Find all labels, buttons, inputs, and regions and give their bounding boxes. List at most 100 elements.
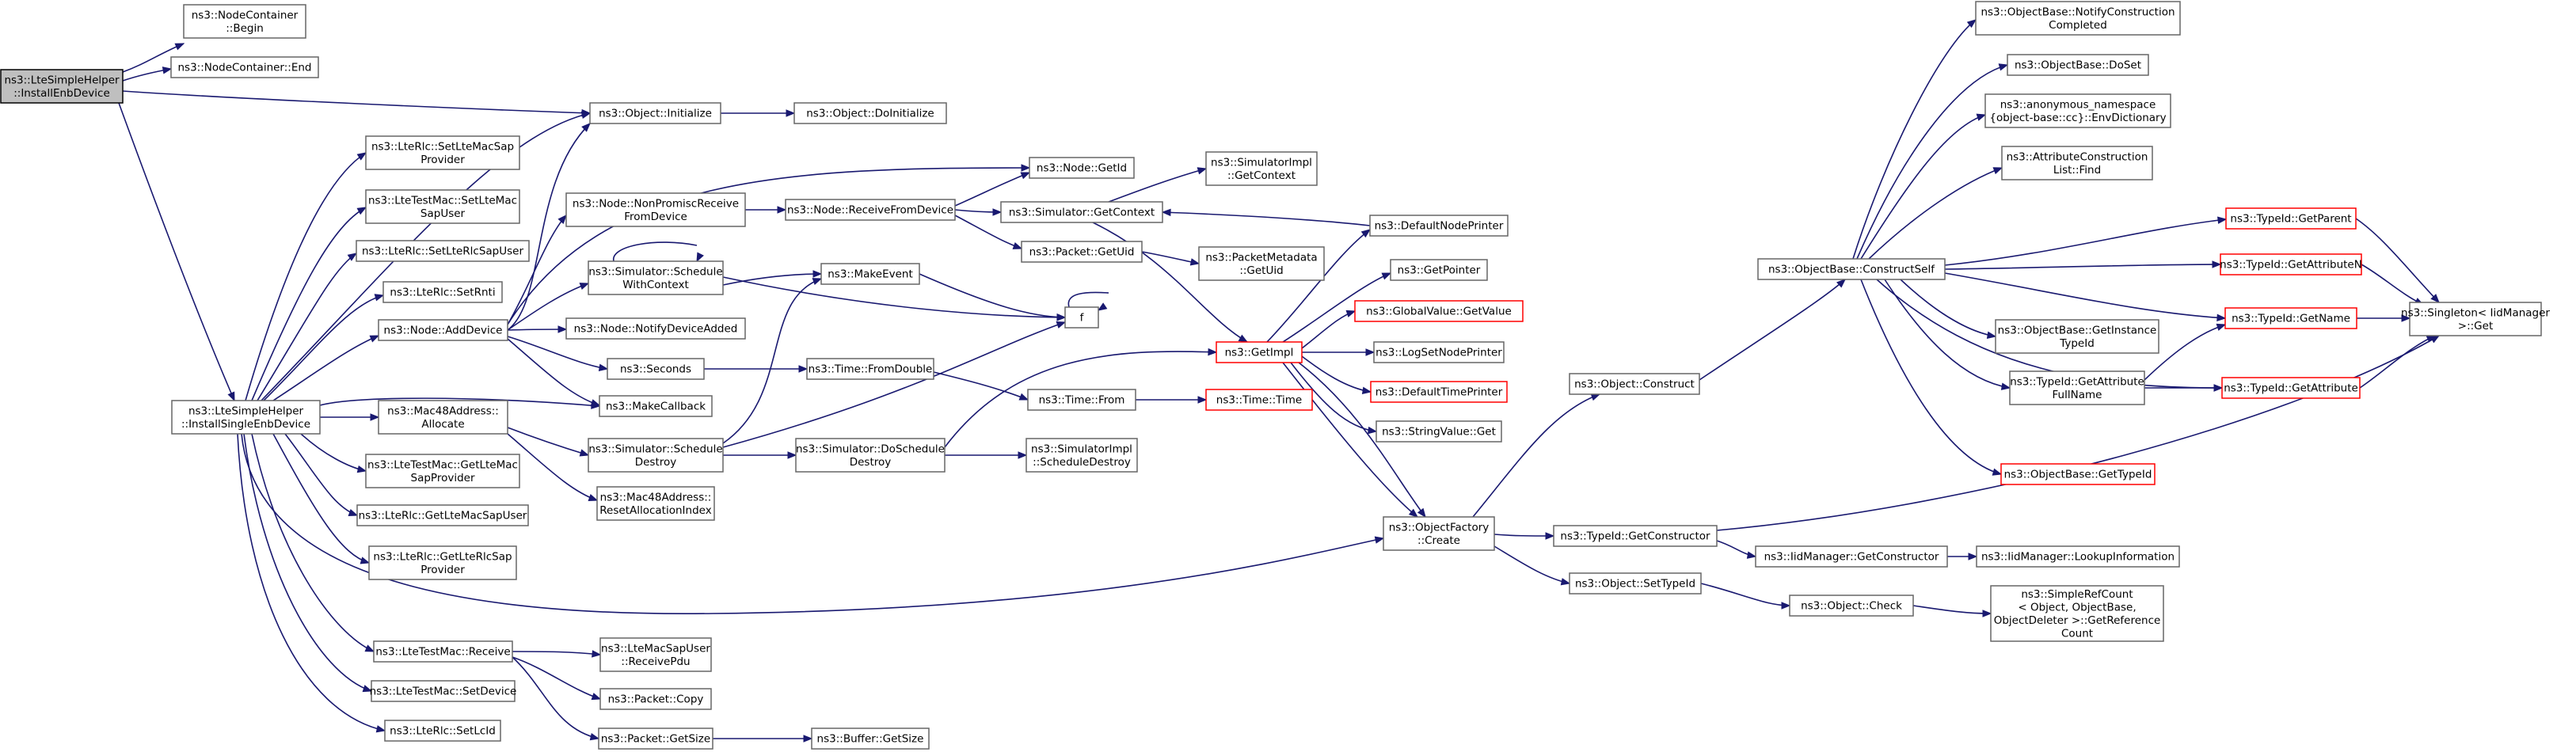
node-type-id-get-ctor[interactable]: ns3::TypeId::GetConstructor bbox=[1553, 525, 1718, 547]
node-get-impl[interactable]: ns3::GetImpl bbox=[1216, 341, 1303, 363]
node-set-lc-id[interactable]: ns3::LteRlc::SetLcId bbox=[384, 720, 501, 742]
node-label: ::InstallEnbDevice bbox=[13, 87, 110, 100]
node-default-time-printer[interactable]: ns3::DefaultTimePrinter bbox=[1370, 381, 1508, 403]
node-obj-construct[interactable]: ns3::Object::Construct bbox=[1569, 373, 1700, 395]
arrowhead bbox=[579, 449, 590, 457]
edge-addDevice-to-nodeGetId bbox=[507, 164, 1031, 325]
node-default-node-printer[interactable]: ns3::DefaultNodePrinter bbox=[1369, 215, 1509, 237]
arrowhead bbox=[1345, 310, 1356, 317]
node-label: ns3::LteRlc::SetLteMacSap bbox=[371, 140, 514, 153]
node-box bbox=[1373, 341, 1505, 363]
node-label: TypeId bbox=[2059, 337, 2095, 350]
node-env-dictionary[interactable]: ns3::anonymous_namespace{object-base::cc… bbox=[1984, 93, 2171, 128]
node-packet-copy[interactable]: ns3::Packet::Copy bbox=[599, 688, 712, 710]
node-singleton-get[interactable]: ns3::Singleton< IidManager >::Get bbox=[2401, 302, 2550, 336]
node-seconds[interactable]: ns3::Seconds bbox=[607, 358, 705, 380]
node-simple-ref-count[interactable]: ns3::SimpleRefCount< Object, ObjectBase,… bbox=[1990, 585, 2164, 642]
node-label: ResetAllocationIndex bbox=[599, 504, 711, 517]
node-notify-dev-added[interactable]: ns3::Node::NotifyDeviceAdded bbox=[565, 317, 746, 340]
node-type-id-get-name[interactable]: ns3::TypeId::GetName bbox=[2224, 307, 2357, 329]
edge-typeIdGetCtor-to-iidGetCtor bbox=[1716, 540, 1757, 559]
node-get-pointer[interactable]: ns3::GetPointer bbox=[1390, 259, 1488, 281]
node-get-lte-mac-sap-user[interactable]: ns3::LteRlc::GetLteMacSapUser bbox=[356, 504, 529, 526]
node-reset-alloc[interactable]: ns3::Mac48Address::ResetAllocationIndex bbox=[596, 486, 715, 521]
node-obj-check[interactable]: ns3::Object::Check bbox=[1789, 595, 1914, 617]
node-make-callback[interactable]: ns3::MakeCallback bbox=[599, 395, 713, 417]
node-label: Allocate bbox=[421, 418, 464, 431]
node-test-mac-receive[interactable]: ns3::LteTestMac::Receive bbox=[373, 640, 513, 663]
node-time-time[interactable]: ns3::Time::Time bbox=[1205, 389, 1313, 411]
node-f-node[interactable]: f bbox=[1064, 306, 1099, 329]
node-type-id-get-attr-n[interactable]: ns3::TypeId::GetAttributeN bbox=[2220, 253, 2362, 275]
edge-installSingle-to-getLteRlcSapProv bbox=[272, 433, 371, 564]
node-lookup-info[interactable]: ns3::IidManager::LookupInformation bbox=[1976, 545, 2180, 568]
node-receive-pdu[interactable]: ns3::LteMacSapUser::ReceivePdu bbox=[599, 637, 712, 672]
node-label: ::Create bbox=[1417, 534, 1460, 547]
node-type-id-get-parent[interactable]: ns3::TypeId::GetParent bbox=[2225, 207, 2357, 230]
node-packet-get-size[interactable]: ns3::Packet::GetSize bbox=[598, 728, 713, 750]
node-notify-construction[interactable]: ns3::ObjectBase::NotifyConstructionCompl… bbox=[1975, 1, 2181, 36]
node-type-id-get-attr[interactable]: ns3::TypeId::GetAttribute bbox=[2221, 377, 2361, 399]
node-add-device[interactable]: ns3::Node::AddDevice bbox=[378, 319, 508, 341]
node-time-from[interactable]: ns3::Time::From bbox=[1027, 389, 1136, 411]
arrowhead bbox=[581, 123, 591, 132]
node-impl-schedule-destroy[interactable]: ns3::SimulatorImpl::ScheduleDestroy bbox=[1025, 438, 1138, 473]
node-construct-self[interactable]: ns3::ObjectBase::ConstructSelf bbox=[1757, 258, 1946, 280]
node-sim-get-context[interactable]: ns3::Simulator::GetContext bbox=[1000, 201, 1163, 223]
node-box bbox=[0, 69, 124, 104]
edge-addDevice-to-notifyDevAdded bbox=[507, 325, 568, 333]
edge-testMacReceive-to-packetGetSize bbox=[512, 656, 600, 741]
node-nc-end[interactable]: ns3::NodeContainer::End bbox=[170, 56, 319, 78]
node-obj-init[interactable]: ns3::Object::Initialize bbox=[589, 102, 721, 124]
node-receive-from-device[interactable]: ns3::Node::ReceiveFromDevice bbox=[785, 199, 956, 221]
node-obj-base-get-type-id[interactable]: ns3::ObjectBase::GetTypeId bbox=[2000, 463, 2156, 485]
node-set-rlc-sap-user[interactable]: ns3::LteRlc::SetLteRlcSapUser bbox=[356, 240, 530, 262]
node-root[interactable]: ns3::LteSimpleHelper::InstallEnbDevice bbox=[0, 69, 124, 104]
node-log-set-node-printer[interactable]: ns3::LogSetNodePrinter bbox=[1373, 341, 1505, 363]
edge-objFactoryCreate-to-typeIdGetCtor bbox=[1493, 532, 1555, 540]
node-sched-destroy[interactable]: ns3::Simulator::ScheduleDestroy bbox=[588, 438, 724, 473]
edge-installSingle-to-mac48Alloc bbox=[320, 413, 380, 421]
node-iid-get-ctor[interactable]: ns3::IidManager::GetConstructor bbox=[1755, 545, 1948, 568]
node-box bbox=[1025, 438, 1138, 473]
node-label: ns3::Simulator::GetContext bbox=[1009, 207, 1155, 219]
node-global-value-get[interactable]: ns3::GlobalValue::GetValue bbox=[1354, 300, 1524, 322]
node-node-get-id[interactable]: ns3::Node::GetId bbox=[1029, 157, 1135, 179]
node-mac48-alloc[interactable]: ns3::Mac48Address::Allocate bbox=[378, 400, 508, 435]
node-obj-factory-create[interactable]: ns3::ObjectFactory::Create bbox=[1383, 516, 1495, 551]
node-do-set[interactable]: ns3::ObjectBase::DoSet bbox=[2007, 54, 2149, 76]
node-time-from-double[interactable]: ns3::Time::FromDouble bbox=[806, 358, 934, 380]
node-obj-do-init[interactable]: ns3::Object::DoInitialize bbox=[793, 102, 947, 124]
arrowhead bbox=[174, 43, 185, 51]
node-set-rnti[interactable]: ns3::LteRlc::SetRnti bbox=[382, 281, 503, 303]
node-nc-begin[interactable]: ns3::NodeContainer::Begin bbox=[183, 4, 306, 39]
node-buffer-get-size[interactable]: ns3::Buffer::GetSize bbox=[811, 728, 930, 750]
edge-root-to-objInit bbox=[122, 90, 592, 117]
node-obj-set-type-id[interactable]: ns3::Object::SetTypeId bbox=[1569, 572, 1702, 595]
edge-constructSelf-to-notifyConstruction bbox=[1852, 19, 1977, 260]
edge-objInit-to-objDoInit bbox=[720, 109, 796, 117]
node-pkt-meta-get-uid[interactable]: ns3::PacketMetadata::GetUid bbox=[1198, 246, 1325, 281]
node-box bbox=[1021, 241, 1143, 263]
node-box bbox=[1984, 93, 2171, 128]
node-install-single[interactable]: ns3::LteSimpleHelper::InstallSingleEnbDe… bbox=[171, 400, 321, 435]
node-make-event[interactable]: ns3::MakeEvent bbox=[820, 263, 920, 285]
node-packet-get-uid[interactable]: ns3::Packet::GetUid bbox=[1021, 241, 1143, 263]
node-test-mac-set-device[interactable]: ns3::LteTestMac::SetDevice bbox=[370, 680, 517, 702]
node-label: ns3::IidManager::LookupInformation bbox=[1981, 551, 2175, 564]
node-impl-get-context[interactable]: ns3::SimulatorImpl::GetContext bbox=[1205, 151, 1318, 186]
node-label: Destroy bbox=[850, 456, 892, 469]
node-string-value-get[interactable]: ns3::StringValue::Get bbox=[1376, 420, 1502, 443]
node-box bbox=[793, 102, 947, 124]
edge-objCheck-to-simpleRefCount bbox=[1912, 605, 1992, 617]
